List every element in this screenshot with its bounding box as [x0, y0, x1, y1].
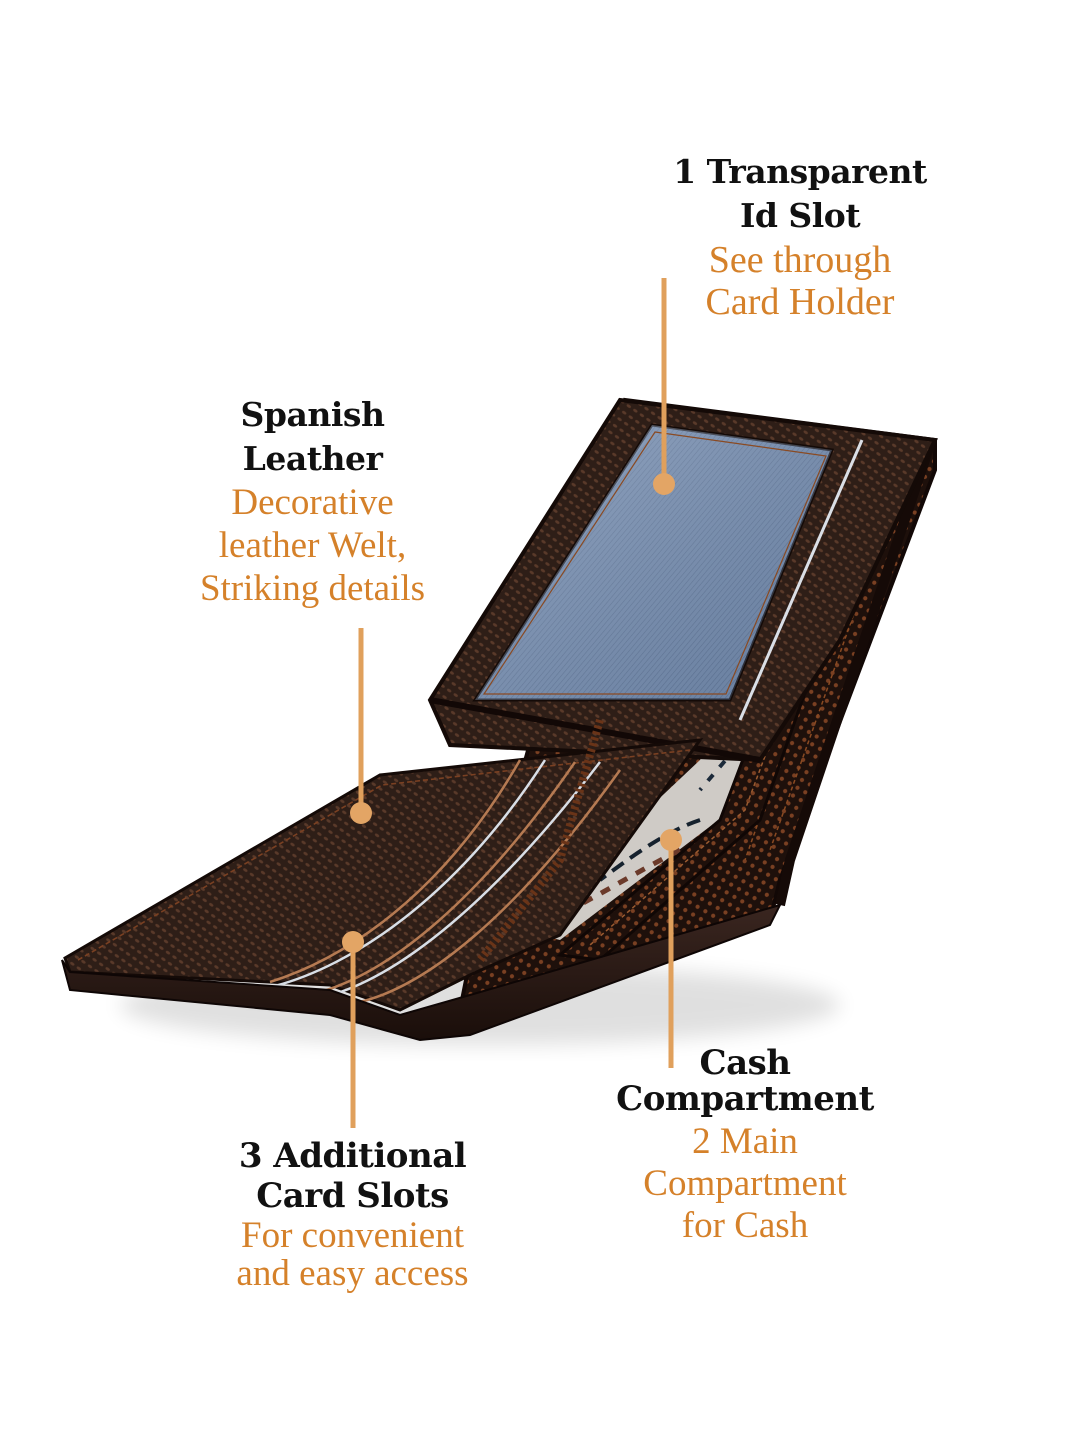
callout-card-slots-title-2: Card Slots — [256, 1176, 449, 1216]
callout-leather-sub-3: Striking details — [199, 568, 426, 609]
callout-leather-sub-2: leather Welt, — [218, 525, 407, 566]
callout-leather: Spanish Leather Decorative leather Welt,… — [170, 393, 455, 610]
callout-cash-title-1: Cash — [699, 1043, 791, 1083]
callout-id-slot-title-2: Id Slot — [739, 196, 861, 235]
callout-cash: Cash Compartment 2 Main Compartment for … — [605, 1043, 885, 1246]
callout-id-slot-sub-1: See through — [708, 239, 892, 281]
leader-id-slot — [653, 278, 675, 495]
callout-card-slots-sub-2: and easy access — [236, 1253, 469, 1294]
hotspot-dot-leather — [350, 802, 372, 824]
leader-leather — [350, 628, 372, 824]
callout-id-slot-sub-2: Card Holder — [705, 281, 895, 323]
callout-id-slot: 1 Transparent Id Slot See through Card H… — [640, 150, 960, 322]
callout-card-slots-sub-1: For convenient — [241, 1215, 464, 1256]
hotspot-dot-cash — [660, 829, 682, 851]
wallet-card-panel — [63, 718, 704, 1012]
callout-cash-sub-3: for Cash — [681, 1205, 809, 1246]
leader-cash — [660, 829, 682, 1068]
callout-cash-title-2: Compartment — [616, 1079, 874, 1119]
callout-leather-sub-1: Decorative — [231, 482, 394, 523]
callout-card-slots-title-1: 3 Additional — [238, 1136, 467, 1176]
callout-card-slots: 3 Additional Card Slots For convenient a… — [195, 1136, 510, 1292]
wallet-id-flap — [427, 397, 938, 763]
leader-card-slots — [342, 931, 364, 1128]
hotspot-dot-id-slot — [653, 473, 675, 495]
callout-leather-title-1: Spanish — [240, 395, 385, 434]
callout-cash-sub-1: 2 Main — [692, 1121, 798, 1162]
callout-cash-sub-2: Compartment — [643, 1163, 847, 1204]
hotspot-dot-card-slots — [342, 931, 364, 953]
wallet-bottom-edge — [61, 903, 782, 1042]
callout-leather-title-2: Leather — [242, 439, 383, 478]
callout-id-slot-title-1: 1 Transparent — [673, 152, 927, 191]
